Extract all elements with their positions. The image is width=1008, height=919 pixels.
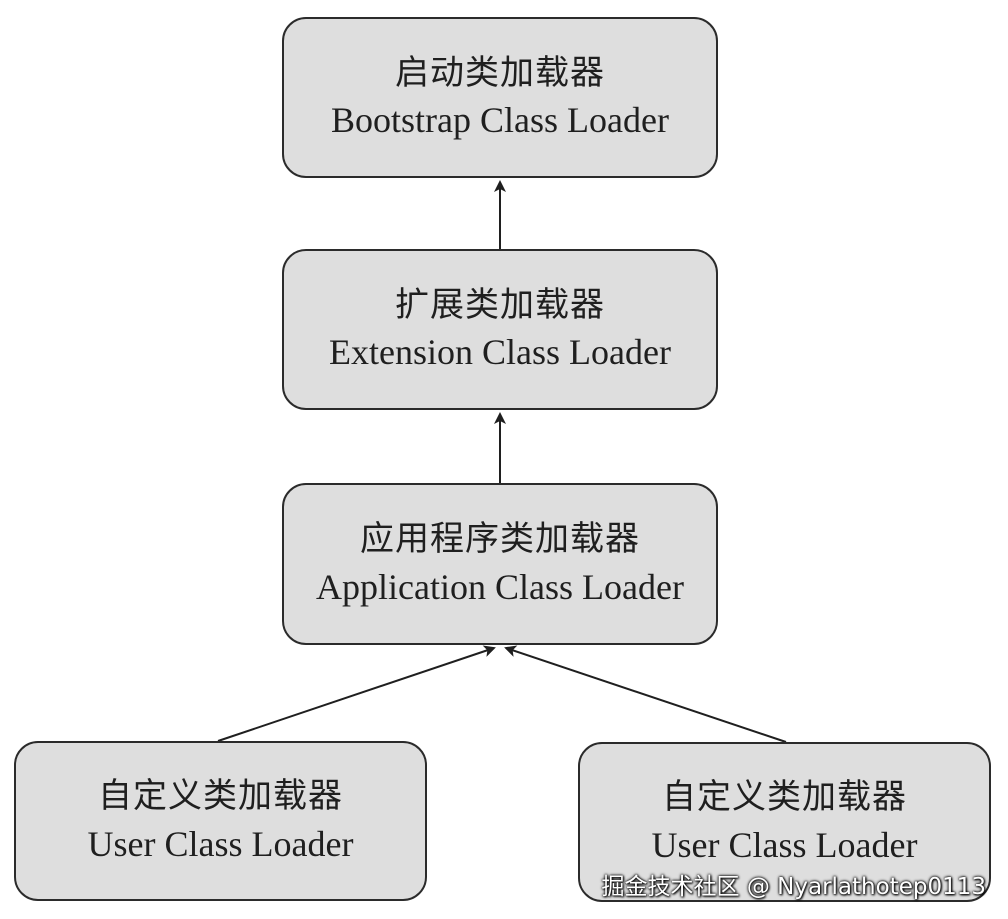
bootstrap-class-loader-node: 启动类加载器 Bootstrap Class Loader: [282, 17, 718, 178]
user-class-loader-node-right: 自定义类加载器 User Class Loader: [578, 742, 991, 902]
node-title-en: User Class Loader: [651, 824, 918, 865]
application-class-loader-node: 应用程序类加载器 Application Class Loader: [282, 483, 718, 645]
node-title-cn: 扩展类加载器: [395, 284, 605, 325]
edge-user-left-to-application: [217, 645, 496, 742]
node-title-cn: 启动类加载器: [395, 52, 605, 93]
extension-class-loader-node: 扩展类加载器 Extension Class Loader: [282, 249, 718, 410]
watermark: 掘金技术社区 @ Nyarlathotep0113: [601, 874, 986, 900]
node-title-cn: 自定义类加载器: [98, 776, 343, 816]
node-title-en: User Class Loader: [87, 823, 354, 864]
node-title-en: Bootstrap Class Loader: [331, 100, 669, 141]
node-title-en: Application Class Loader: [316, 566, 684, 607]
edge-user-right-to-application: [504, 645, 787, 743]
node-title-cn: 应用程序类加载器: [360, 519, 640, 559]
node-title-cn: 自定义类加载器: [662, 777, 907, 817]
node-title-en: Extension Class Loader: [329, 332, 671, 373]
user-class-loader-node-left: 自定义类加载器 User Class Loader: [14, 741, 427, 901]
